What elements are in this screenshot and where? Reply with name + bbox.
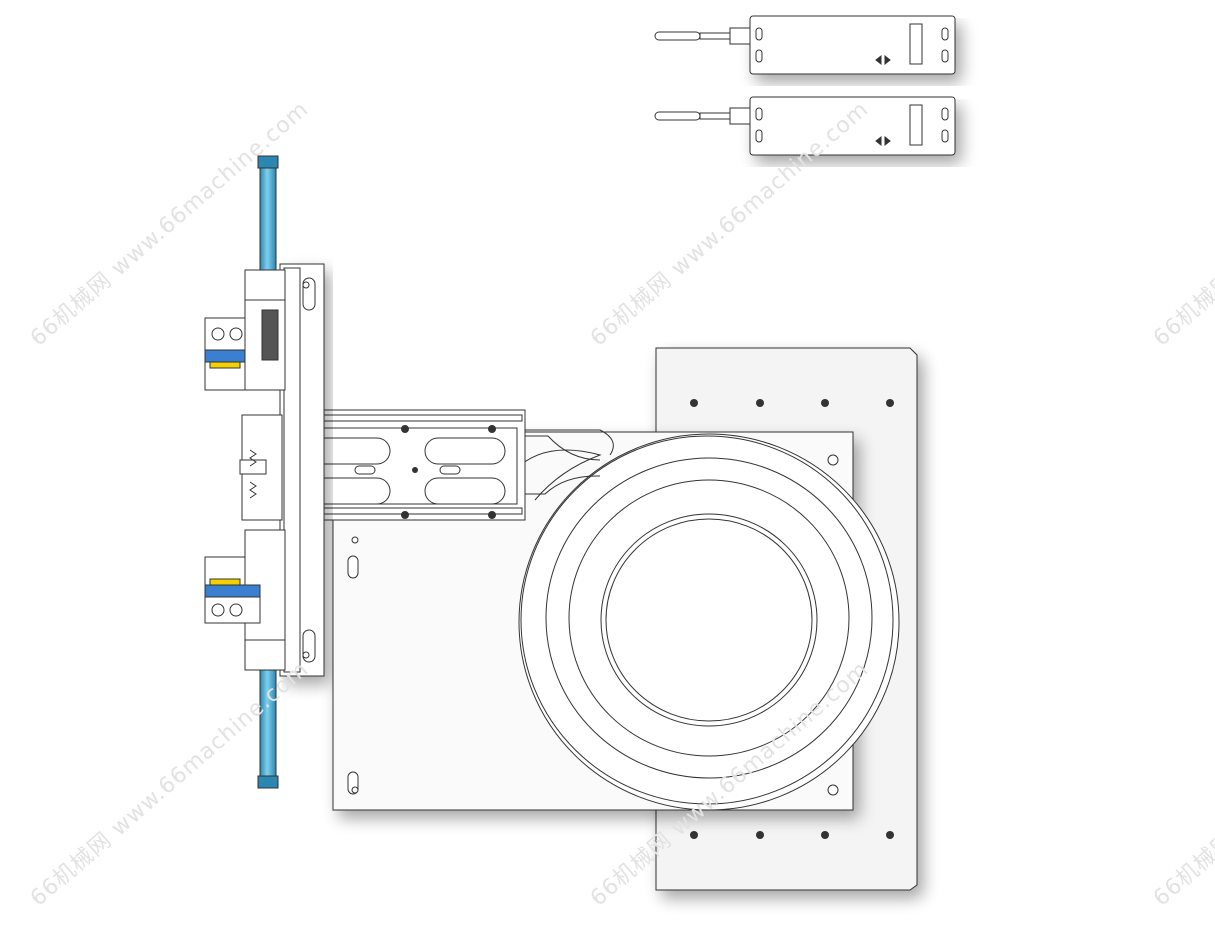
linear-feed-track	[297, 409, 601, 521]
vertical-frame-details	[283, 267, 316, 673]
sensor-unit-2-details	[654, 104, 949, 147]
guide-rod	[257, 155, 279, 789]
sensor-unit-1-details	[654, 23, 949, 66]
spring-assembly	[239, 414, 283, 521]
sensor-unit-1	[749, 15, 956, 75]
base-plate-holes	[690, 399, 894, 839]
mounting-plate-features	[347, 454, 839, 796]
lower-cylinder-clamp	[204, 529, 286, 671]
sensor-unit-2	[749, 96, 956, 156]
upper-cylinder-clamp	[204, 269, 286, 391]
vibratory-bowl	[514, 429, 900, 811]
